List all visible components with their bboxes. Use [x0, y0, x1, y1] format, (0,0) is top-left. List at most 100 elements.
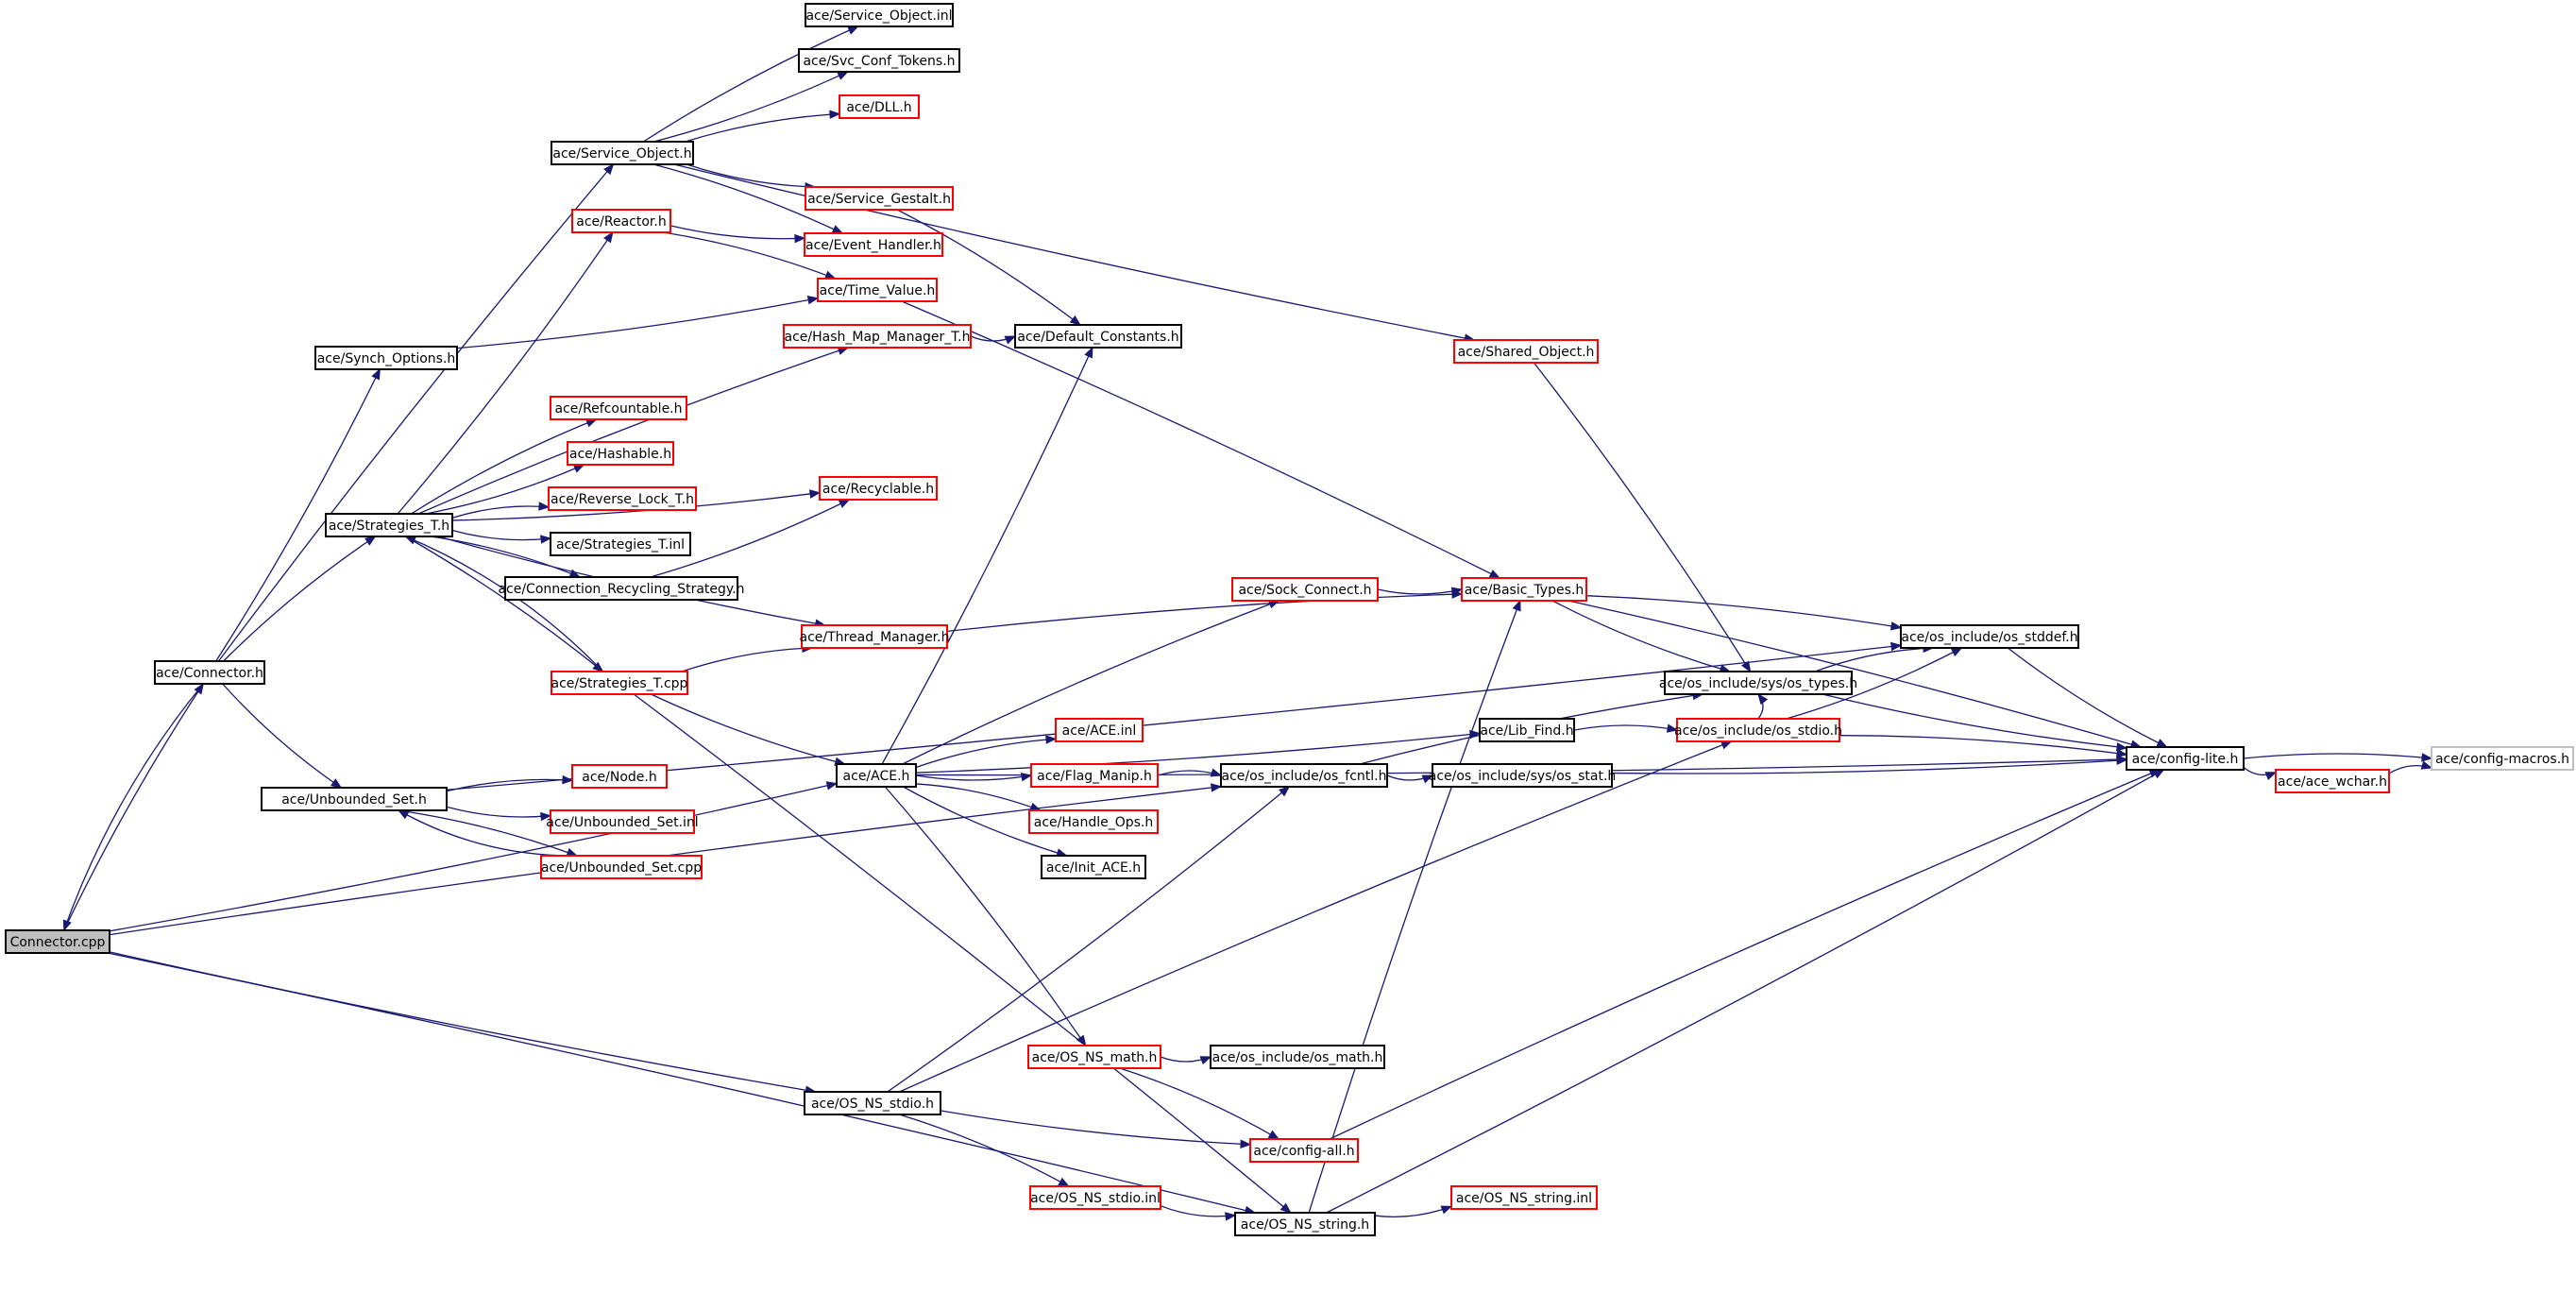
edge-line [451, 492, 821, 521]
node-ace-strategies-t-h[interactable]: ace/Strategies_T.h [325, 513, 453, 537]
node-ace-unbounded-set-h[interactable]: ace/Unbounded_Set.h [261, 787, 448, 811]
edge-strategies_t_h-to-hash_map [417, 346, 850, 515]
node-label: ace/Strategies_T.h [329, 519, 449, 534]
node-ace-flag-manip-h[interactable]: ace/Flag_Manip.h [1030, 763, 1159, 788]
node-ace-strategies-t-cpp[interactable]: ace/Strategies_T.cpp [551, 671, 688, 695]
node-ace-sock-connect-h[interactable]: ace/Sock_Connect.h [1231, 577, 1379, 602]
node-ace-connector-h[interactable]: ace/Connector.h [154, 660, 265, 685]
node-box [550, 396, 687, 420]
node-box [1234, 1212, 1376, 1236]
node-ace-lib-find-h[interactable]: ace/Lib_Find.h [1479, 718, 1575, 742]
node-ace-thread-manager-h[interactable]: ace/Thread_Manager.h [800, 624, 950, 649]
edge-line [669, 225, 805, 240]
edge-root-to-connector_h [63, 682, 204, 931]
node-box [1664, 671, 1853, 695]
edge-os_ns_string_h-to-config_lite [1326, 769, 2165, 1214]
node-box [504, 576, 738, 601]
node-ace-basic-types-h[interactable]: ace/Basic_Types.h [1461, 577, 1587, 602]
node-ace-unbounded-set-cpp[interactable]: ace/Unbounded_Set.cpp [540, 855, 703, 879]
node-ace-os-ns-string-inl[interactable]: ace/OS_NS_string.inl [1450, 1185, 1598, 1210]
edge-arrowhead [62, 919, 72, 932]
node-ace-service-object-inl[interactable]: ace/Service_Object.inl [805, 3, 954, 27]
edge-arrowhead [602, 230, 614, 244]
node-ace-reactor-h[interactable]: ace/Reactor.h [571, 209, 671, 233]
node-ace-reverse-lock-t-h[interactable]: ace/Reverse_Lock_T.h [548, 486, 697, 511]
node-ace-ace-h[interactable]: ace/ACE.h [836, 763, 917, 788]
node-label: ace/Thread_Manager.h [800, 630, 950, 645]
node-ace-hash-map-manager-t-h[interactable]: ace/Hash_Map_Manager_T.h [783, 324, 972, 349]
node-connector-cpp[interactable]: Connector.cpp [5, 929, 110, 954]
node-label: ace/Node.h [582, 770, 656, 785]
node-label: ace/config-macros.h [2435, 752, 2569, 767]
node-ace-config-macros-h[interactable]: ace/config-macros.h [2431, 746, 2574, 771]
edge-arrowhead [1225, 1212, 1237, 1221]
node-ace-connection-recycling-strategy-h[interactable]: ace/Connection_Recycling_Strategy.h [498, 576, 745, 601]
edge-strategies_t_h-to-strategies_t_cpp [405, 536, 604, 672]
node-ace-os-include-os-fcntl-h[interactable]: ace/os_include/os_fcntl.h [1220, 763, 1388, 788]
edge-service_gestalt-to-default_constants [896, 209, 1082, 326]
node-ace-os-ns-math-h[interactable]: ace/OS_NS_math.h [1027, 1045, 1161, 1069]
node-ace-event-handler-h[interactable]: ace/Event_Handler.h [804, 232, 943, 257]
edge-arrowhead [1240, 1139, 1252, 1148]
edge-connector_h-to-service_object_h [218, 162, 615, 662]
node-ace-default-constants-h[interactable]: ace/Default_Constants.h [1014, 324, 1182, 349]
node-box [1676, 718, 1840, 742]
node-ace-unbounded-set-inl[interactable]: ace/Unbounded_Set.inl [546, 809, 699, 834]
edge-strategies_t_h-to-reverse_lock [451, 502, 551, 519]
node-ace-recyclable-h[interactable]: ace/Recyclable.h [819, 476, 938, 501]
node-box [2431, 746, 2574, 771]
edge-line [901, 300, 1500, 579]
node-ace-os-include-sys-os-types-h[interactable]: ace/os_include/sys/os_types.h [1659, 671, 1857, 695]
node-ace-svc-conf-tokens-h[interactable]: ace/Svc_Conf_Tokens.h [798, 48, 960, 73]
edge-line [215, 368, 381, 662]
edge-line [946, 593, 1463, 633]
node-ace-config-lite-h[interactable]: ace/config-lite.h [2126, 746, 2245, 771]
node-ace-dll-h[interactable]: ace/DLL.h [839, 94, 920, 119]
node-label: ace/Reverse_Lock_T.h [551, 492, 694, 507]
node-label: ace/os_include/os_stdio.h [1674, 723, 1842, 739]
node-ace-time-value-h[interactable]: ace/Time_Value.h [817, 278, 938, 302]
node-ace-os-include-os-stddef-h[interactable]: ace/os_include/os_stddef.h [1900, 624, 2079, 649]
edge-line [681, 647, 812, 672]
edge-service_object_h-to-svc_conf_tokens [653, 71, 849, 143]
edge-line [1568, 600, 2142, 748]
node-ace-ace-wchar-h[interactable]: ace/ace_wchar.h [2275, 769, 2390, 793]
edge-os_stdio-to-os_types [1757, 692, 1769, 720]
edge-arrowhead [1279, 786, 1291, 797]
node-label: ace/Svc_Conf_Tokens.h [803, 54, 955, 69]
node-ace-os-include-os-math-h[interactable]: ace/os_include/os_math.h [1210, 1045, 1385, 1069]
node-ace-synch-options-h[interactable]: ace/Synch_Options.h [314, 346, 458, 370]
node-ace-os-ns-string-h[interactable]: ace/OS_NS_string.h [1234, 1212, 1376, 1236]
node-ace-os-include-os-stdio-h[interactable]: ace/os_include/os_stdio.h [1674, 718, 1842, 742]
edge-line [109, 951, 816, 1093]
node-ace-service-object-h[interactable]: ace/Service_Object.h [551, 141, 694, 165]
node-box [1453, 339, 1599, 364]
node-label: ace/os_include/os_math.h [1212, 1050, 1383, 1065]
node-box [5, 929, 110, 954]
node-label: ace/Service_Gestalt.h [807, 192, 951, 207]
node-ace-handle-ops-h[interactable]: ace/Handle_Ops.h [1028, 809, 1159, 834]
node-box [819, 476, 938, 501]
node-ace-os-ns-stdio-inl[interactable]: ace/OS_NS_stdio.inl [1029, 1185, 1161, 1210]
edge-line [1585, 595, 1902, 629]
node-ace-init-ace-h[interactable]: ace/Init_ACE.h [1041, 855, 1146, 879]
node-ace-service-gestalt-h[interactable]: ace/Service_Gestalt.h [805, 186, 954, 211]
edge-line [107, 952, 1256, 1214]
node-ace-node-h[interactable]: ace/Node.h [571, 764, 668, 789]
edge-unbounded_set_h-to-node_h [446, 774, 574, 792]
node-ace-os-include-sys-os-stat-h[interactable]: ace/os_include/sys/os_stat.h [1429, 763, 1617, 788]
node-ace-strategies-t-inl[interactable]: ace/Strategies_T.inl [550, 532, 691, 556]
node-label: ace/Event_Handler.h [805, 238, 941, 253]
edge-line [397, 231, 614, 515]
edge-basic_types-to-os_stddef [1585, 595, 1903, 631]
node-ace-os-ns-stdio-h[interactable]: ace/OS_NS_stdio.h [804, 1091, 941, 1115]
node-ace-ace-inl[interactable]: ace/ACE.inl [1055, 718, 1144, 742]
edge-ace_h-to-lib_find [915, 729, 1482, 774]
node-ace-config-all-h[interactable]: ace/config-all.h [1249, 1138, 1359, 1163]
node-label: ace/Connection_Recycling_Strategy.h [498, 582, 744, 597]
edge-arrowhead [1890, 621, 1903, 631]
node-box [540, 855, 703, 879]
node-ace-hashable-h[interactable]: ace/Hashable.h [567, 441, 674, 466]
node-ace-shared-object-h[interactable]: ace/Shared_Object.h [1453, 339, 1599, 364]
node-ace-refcountable-h[interactable]: ace/Refcountable.h [550, 396, 687, 420]
